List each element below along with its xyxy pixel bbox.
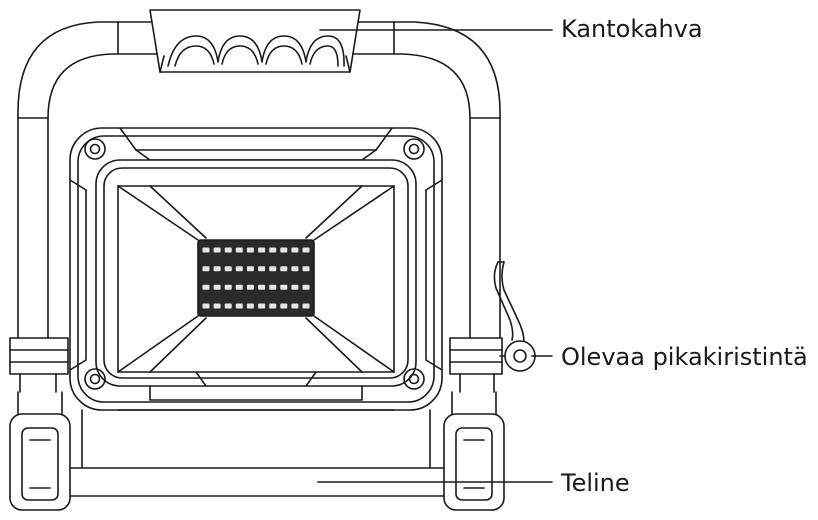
- led-dot: [302, 266, 310, 272]
- led-dot: [269, 266, 277, 272]
- led-dot: [202, 266, 210, 272]
- led-dot: [258, 266, 266, 272]
- quick-clamp: [493, 261, 536, 372]
- led-dot: [202, 284, 210, 290]
- led-dot: [202, 303, 210, 309]
- led-dot: [246, 247, 254, 253]
- carry-handle: [117, 9, 395, 73]
- led-dot: [224, 303, 232, 309]
- label-stand: Teline: [561, 469, 630, 497]
- led-dot: [246, 303, 254, 309]
- label-quick-clamp: Olevaa pikakiristintä: [561, 343, 808, 371]
- led-dot: [280, 266, 288, 272]
- led-dot: [235, 284, 243, 290]
- led-dot: [213, 284, 221, 290]
- led-dot: [235, 303, 243, 309]
- led-dot: [280, 284, 288, 290]
- led-dot: [258, 284, 266, 290]
- label-handle: Kantokahva: [561, 15, 703, 43]
- led-dot: [280, 247, 288, 253]
- led-dot: [224, 266, 232, 272]
- led-dot: [213, 247, 221, 253]
- led-dot: [269, 284, 277, 290]
- led-dot: [235, 266, 243, 272]
- led-dot: [291, 266, 299, 272]
- led-dot: [291, 303, 299, 309]
- led-dot: [269, 303, 277, 309]
- led-dot: [246, 284, 254, 290]
- left-bracket: [9, 337, 69, 393]
- led-dots: [202, 247, 310, 309]
- screw-top-left: [84, 138, 106, 160]
- left-foot: [9, 391, 71, 511]
- led-dot: [224, 284, 232, 290]
- led-dot: [258, 247, 266, 253]
- led-dot: [291, 284, 299, 290]
- led-dot: [302, 247, 310, 253]
- led-dot: [235, 247, 243, 253]
- led-dot: [246, 266, 254, 272]
- led-dot: [213, 303, 221, 309]
- led-dot: [213, 266, 221, 272]
- led-dot: [258, 303, 266, 309]
- screw-bottom-left: [84, 368, 106, 390]
- led-dot: [302, 303, 310, 309]
- led-dot: [280, 303, 288, 309]
- led-array: [197, 239, 315, 317]
- stand-bar: [69, 409, 445, 497]
- led-dot: [224, 247, 232, 253]
- led-dot: [269, 247, 277, 253]
- right-bracket: [449, 337, 503, 393]
- led-dot: [302, 284, 310, 290]
- screw-bottom-right: [403, 368, 425, 390]
- right-foot: [443, 391, 505, 511]
- led-dot: [291, 247, 299, 253]
- screw-top-right: [403, 138, 425, 160]
- led-dot: [202, 247, 210, 253]
